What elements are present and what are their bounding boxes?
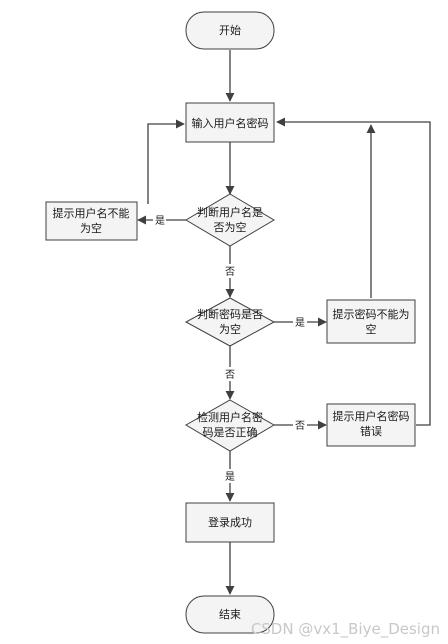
label-user-empty-yes: 是: [155, 215, 165, 227]
label-pwd-empty-no: 否: [225, 369, 235, 381]
label-user-empty-no: 否: [225, 266, 235, 278]
success-node: 登录成功: [185, 502, 275, 543]
verify-decision: 检测用户名密 码是否正确: [185, 399, 275, 452]
label-verify-no: 否: [295, 420, 305, 432]
label-pwd-empty-yes: 是: [295, 317, 305, 329]
check-username-line1: 判断用户名是: [197, 205, 263, 219]
prompt-password-line1: 提示密码不能为: [333, 307, 410, 321]
verify-line2: 码是否正确: [203, 426, 258, 439]
prompt-password-node: 提示密码不能为 空: [326, 299, 416, 344]
prompt-wrong-node: 提示用户名密码 错误: [326, 403, 416, 447]
start-node: 开始: [185, 11, 275, 50]
edge-prompt-user-to-input: [147, 119, 185, 204]
prompt-wrong-line2: 错误: [360, 424, 382, 438]
check-password-line1: 判断密码是否: [197, 307, 263, 321]
end-node: 结束: [185, 595, 275, 634]
prompt-username-line1: 提示用户名不能: [53, 206, 130, 220]
end-label: 结束: [219, 608, 241, 621]
prompt-username-node: 提示用户名不能 为空: [45, 201, 138, 241]
input-label: 输入用户名密码: [192, 116, 269, 130]
edge-prompt-wrong-to-input: [276, 117, 431, 426]
input-node: 输入用户名密码: [185, 102, 275, 143]
verify-line1: 检测用户名密: [197, 410, 263, 424]
watermark: CSDN @vx1_Biye_Design: [250, 620, 440, 638]
check-username-line2: 否为空: [214, 220, 247, 234]
check-password-decision: 判断密码是否 为空: [184, 297, 276, 347]
label-verify-yes: 是: [225, 471, 235, 483]
prompt-password-line2: 空: [366, 322, 377, 336]
prompt-wrong-line1: 提示用户名密码: [333, 409, 410, 423]
edge-labels: 是 否 是 否 否 是: [153, 213, 307, 483]
prompt-username-line2: 为空: [80, 221, 102, 235]
success-label: 登录成功: [208, 515, 252, 529]
check-username-decision: 判断用户名是 否为空: [185, 193, 275, 247]
check-password-line2: 为空: [219, 322, 241, 336]
start-label: 开始: [219, 23, 241, 37]
